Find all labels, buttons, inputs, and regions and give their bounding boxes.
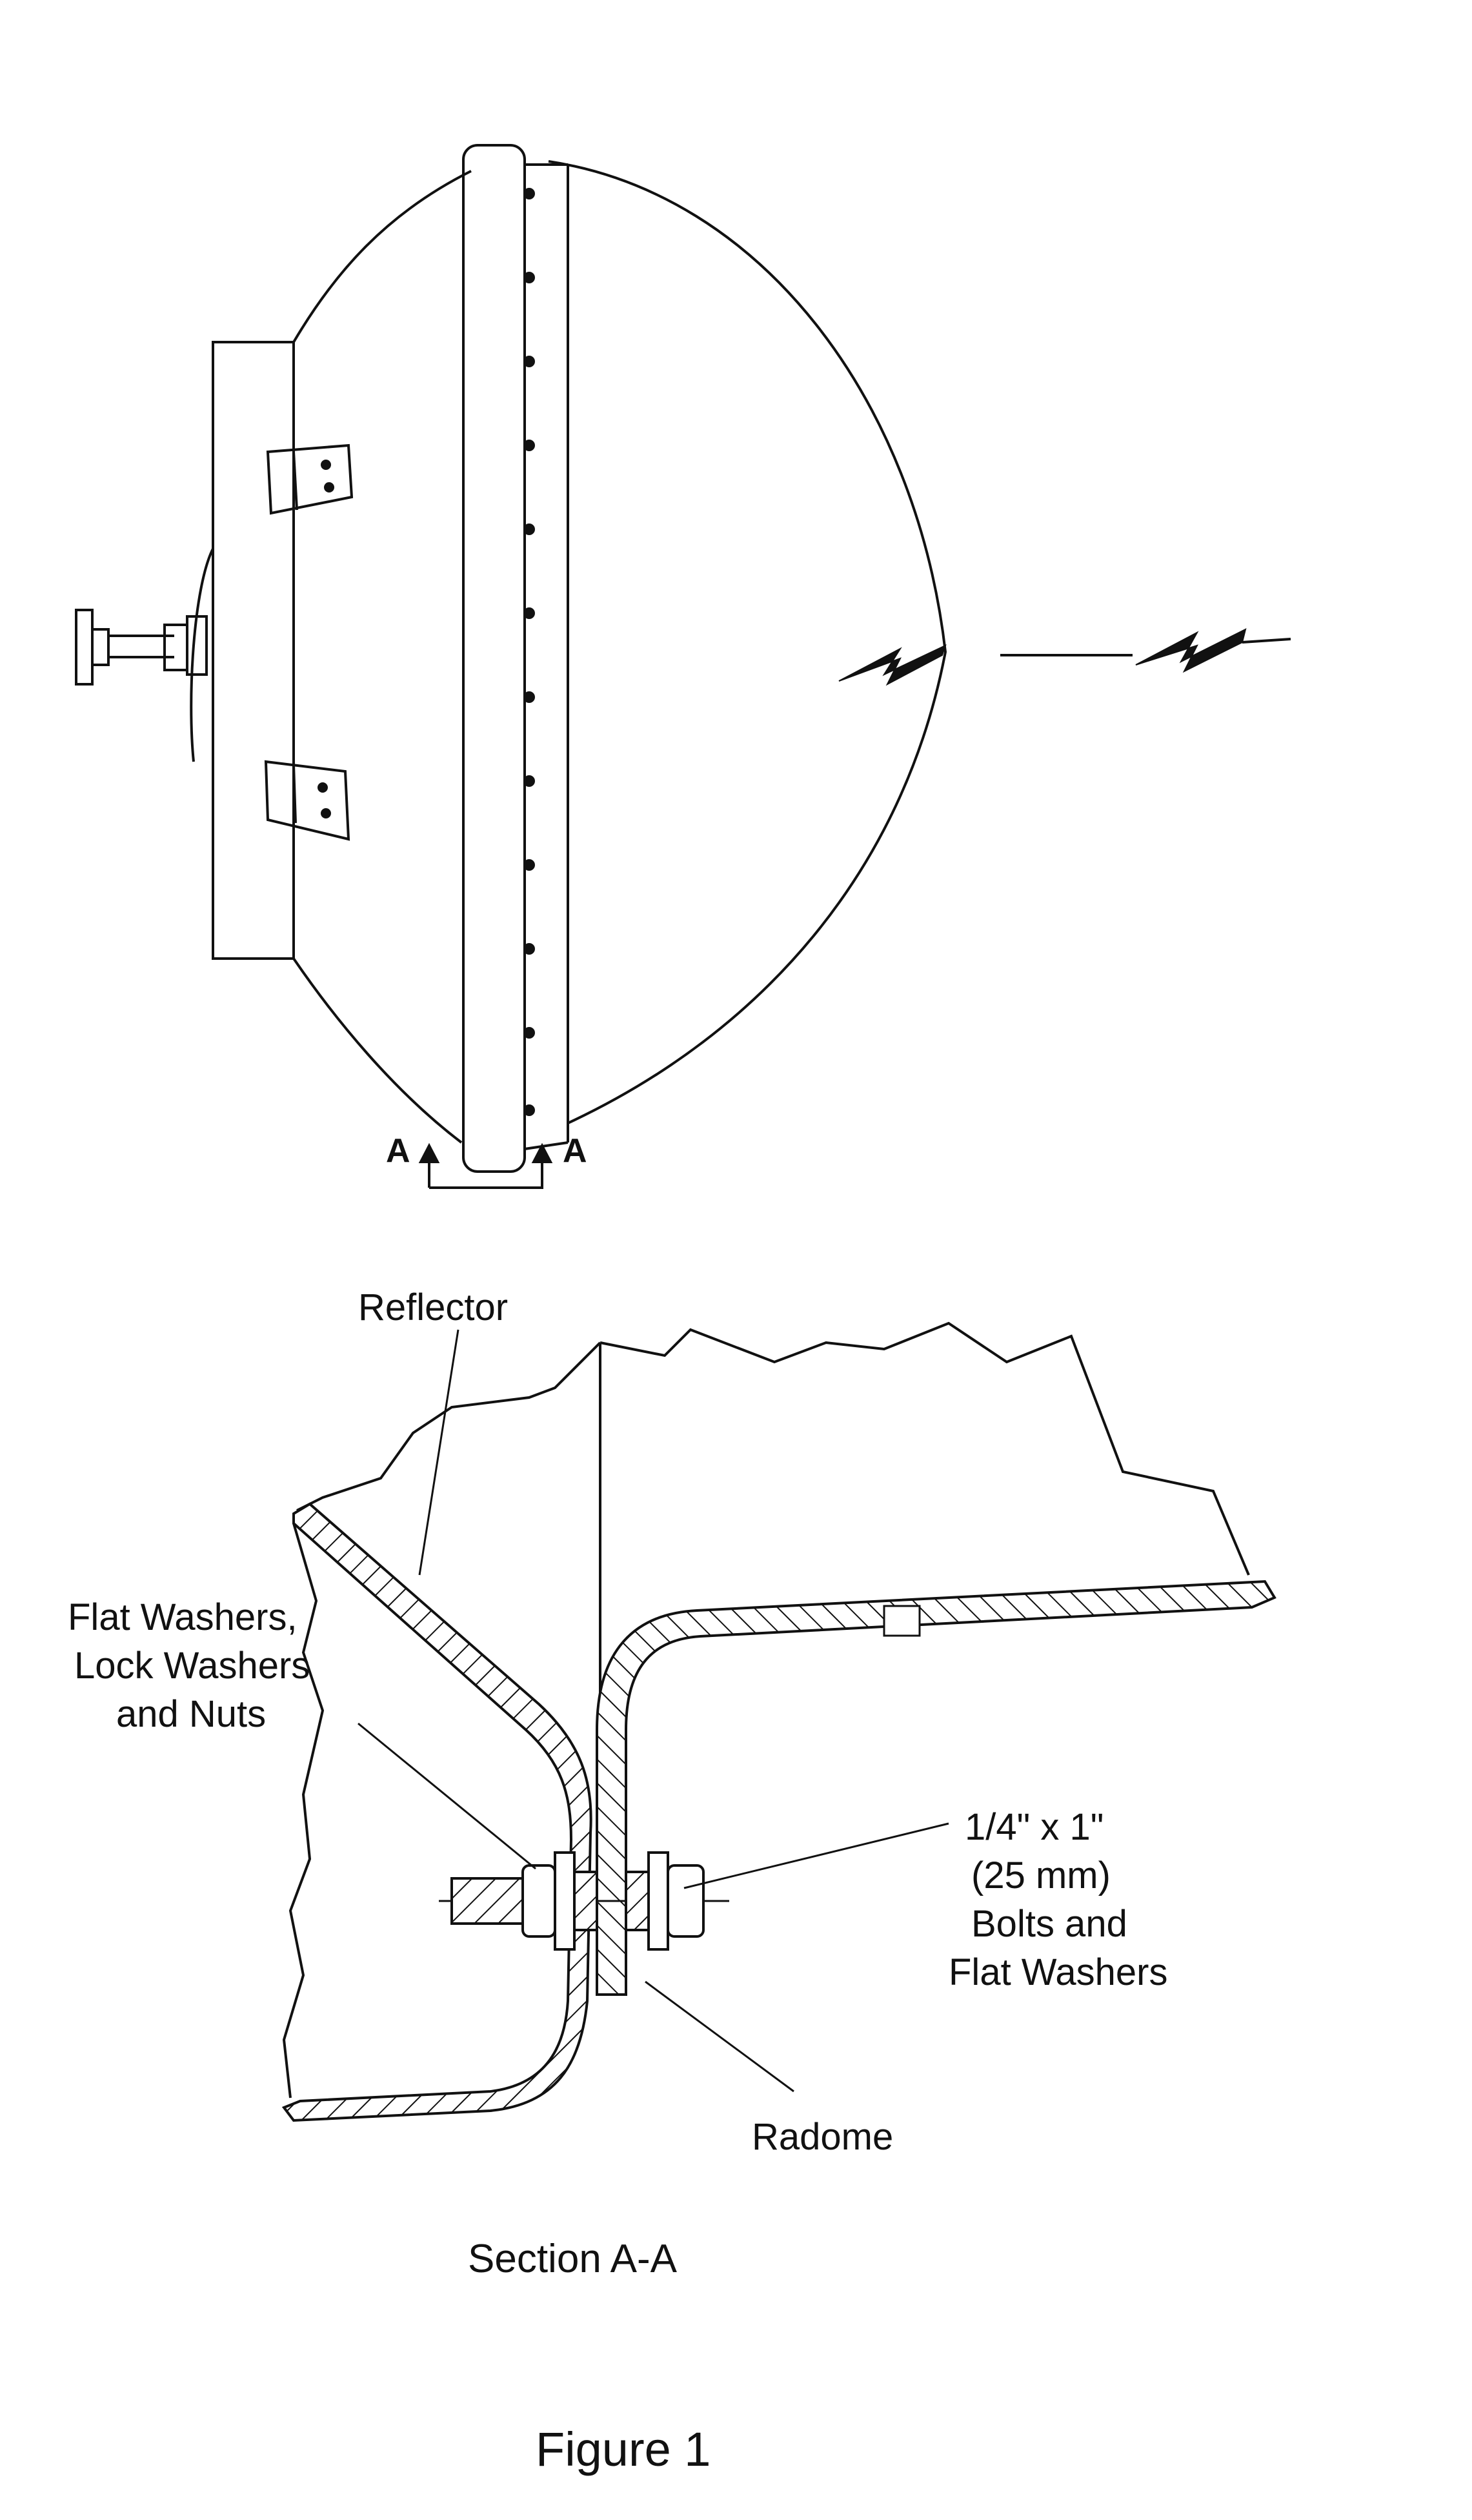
section-cut-marker: [418, 1143, 553, 1189]
mounting-bracket-upper: [266, 443, 354, 515]
reflector-wall: [281, 1502, 592, 2122]
leader-radome: [645, 1980, 794, 2093]
leader-reflector: [418, 1329, 459, 1576]
leader-bolts: [683, 1822, 949, 1889]
mounting-bracket-lower: [264, 760, 350, 841]
section-detail: [281, 1321, 1276, 2122]
flange-ring: [462, 144, 526, 1173]
feed-hub: [190, 548, 214, 762]
radome-wall: [596, 1580, 1276, 1996]
label-washers-line1: Flat Washers,: [68, 1596, 297, 1638]
label-bolts-line2: (25 mm): [971, 1854, 1111, 1896]
figure-caption: Figure 1: [536, 2423, 711, 2476]
break-symbol-left: [838, 644, 947, 686]
reflector-dish: [292, 170, 472, 343]
section-caption: Section A-A: [468, 2237, 678, 2281]
label-bolts-line4: Flat Washers: [949, 1951, 1167, 1993]
label-reflector: Reflector: [358, 1286, 508, 1328]
rear-housing: [212, 341, 295, 960]
label-radome: Radome: [752, 2116, 893, 2158]
label-bolts-line1: 1/4" x 1": [965, 1806, 1104, 1848]
break-symbol-right: [1135, 628, 1247, 673]
waveguide-connector: [75, 609, 188, 686]
label-washers-line3: and Nuts: [116, 1693, 266, 1735]
label-bolts-line3: Bolts and: [971, 1903, 1127, 1945]
radome-dome: [548, 160, 947, 1124]
section-marker-left: A: [386, 1132, 410, 1170]
leader-washers: [358, 1722, 536, 1870]
antenna-side-view: [75, 144, 947, 1173]
section-marker-right: A: [563, 1132, 587, 1170]
radome-torn-edge: [600, 1321, 1250, 1576]
bolt-assembly: [439, 1851, 729, 1951]
flange-bolts: [523, 188, 535, 1116]
label-washers-line2: Lock Washers: [74, 1645, 310, 1687]
